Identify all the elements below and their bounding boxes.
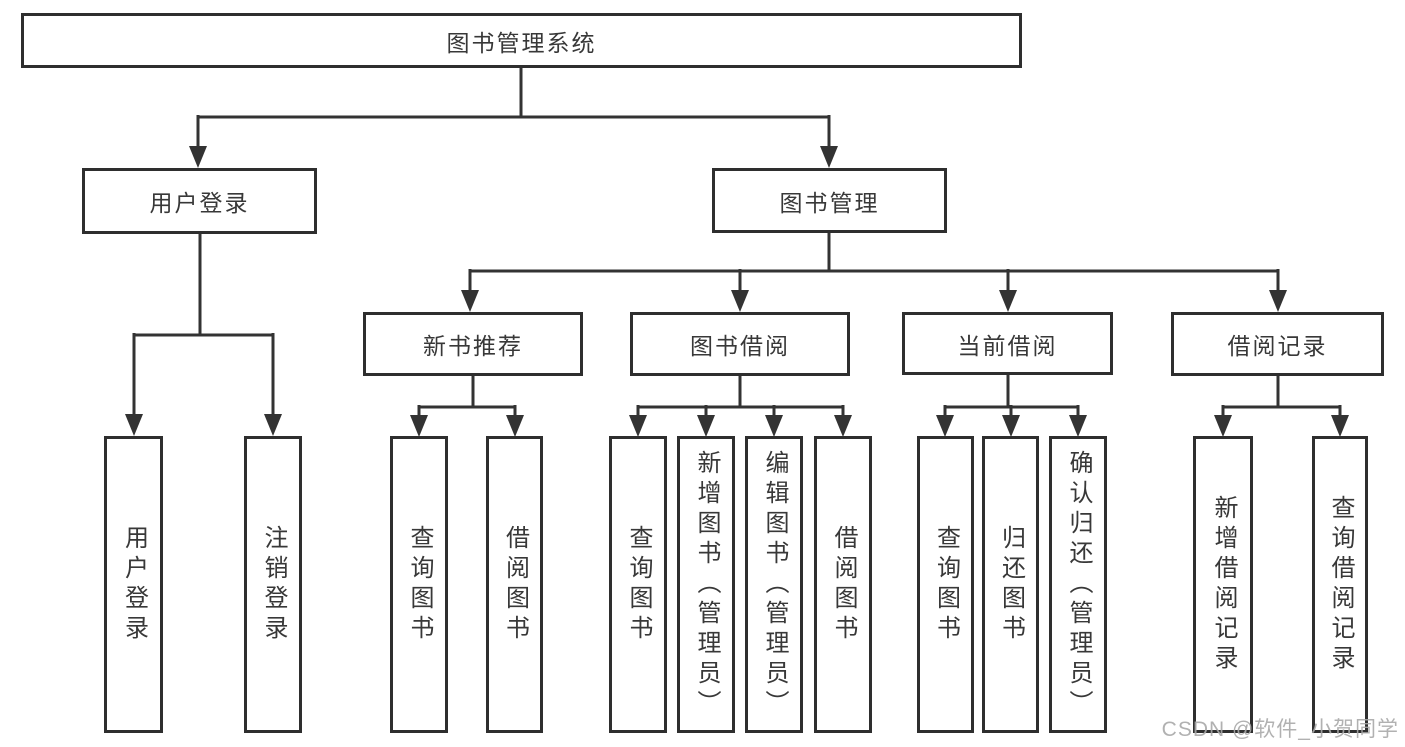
- node-book-borrow: 图书借阅: [630, 312, 850, 376]
- leaf-label: 查询图书: [625, 524, 652, 645]
- node-user-login: 用户登录: [82, 168, 317, 234]
- leaf-book-borrow-4: 借阅图书: [814, 436, 872, 733]
- leaf-book-borrow-2: 新增图书（管理员）: [677, 436, 735, 733]
- leaf-user-login-2: 注销登录: [244, 436, 302, 733]
- leaf-new-books-2: 借阅图书: [486, 436, 543, 733]
- leaf-label: 归还图书: [997, 524, 1025, 645]
- node-new-books: 新书推荐: [363, 312, 583, 376]
- node-borrow-records: 借阅记录: [1171, 312, 1384, 376]
- leaf-book-borrow-1: 查询图书: [609, 436, 667, 733]
- leaf-label: 注销登录: [260, 524, 287, 645]
- node-current-borrow-label: 当前借阅: [957, 332, 1058, 359]
- csdn-watermark: CSDN @软件_小贺同学: [1161, 718, 1399, 741]
- leaf-borrow-records-2: 查询借阅记录: [1312, 436, 1368, 733]
- leaf-label: 借阅图书: [830, 524, 857, 645]
- node-user-login-label: 用户登录: [149, 190, 250, 216]
- leaf-label: 查询图书: [932, 524, 960, 645]
- node-book-mgmt-label: 图书管理: [779, 189, 880, 216]
- leaf-borrow-records-1: 新增借阅记录: [1193, 436, 1253, 733]
- leaf-current-borrow-1: 查询图书: [917, 436, 974, 733]
- leaf-book-borrow-3: 编辑图书（管理员）: [745, 436, 803, 733]
- node-root: 图书管理系统: [21, 13, 1022, 68]
- leaf-label: 查询图书: [406, 524, 433, 645]
- leaf-new-books-1: 查询图书: [390, 436, 448, 733]
- leaf-label: 新增图书（管理员）: [693, 449, 720, 720]
- node-root-label: 图书管理系统: [446, 29, 597, 56]
- leaf-label: 新增借阅记录: [1210, 494, 1237, 675]
- node-borrow-records-label: 借阅记录: [1227, 333, 1328, 359]
- leaf-label: 编辑图书（管理员）: [761, 449, 788, 720]
- leaf-label: 查询借阅记录: [1327, 494, 1354, 675]
- leaf-label: 借阅图书: [501, 524, 529, 645]
- leaf-current-borrow-3: 确认归还（管理员）: [1049, 436, 1107, 733]
- leaf-user-login-1: 用户登录: [104, 436, 163, 733]
- node-current-borrow: 当前借阅: [902, 312, 1113, 375]
- node-book-mgmt: 图书管理: [712, 168, 947, 233]
- node-book-borrow-label: 图书借阅: [690, 333, 790, 359]
- leaf-label: 用户登录: [120, 524, 148, 645]
- leaf-current-borrow-2: 归还图书: [982, 436, 1039, 733]
- leaf-label: 确认归还（管理员）: [1065, 449, 1092, 720]
- node-new-books-label: 新书推荐: [423, 333, 523, 359]
